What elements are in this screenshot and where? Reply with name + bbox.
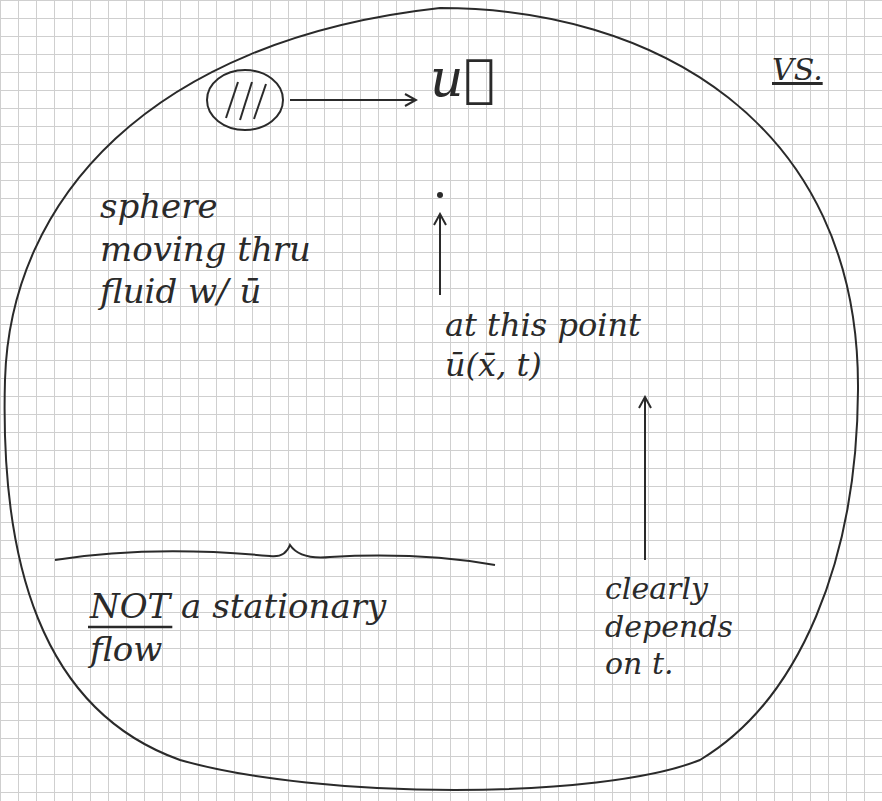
note-label: VS. — [772, 52, 823, 87]
sphere-symbol — [207, 70, 283, 130]
handwritten-note: NOT a stationary flow — [90, 585, 420, 670]
handwritten-note: clearly depends on t. — [605, 570, 745, 683]
underline — [88, 626, 172, 629]
point-dot — [437, 192, 443, 198]
handwritten-note: at this point ū(x̄, t) — [445, 305, 685, 385]
brace — [55, 545, 495, 565]
handwritten-note: u⃗ — [430, 46, 520, 111]
pointer-arrow — [439, 215, 441, 295]
velocity-arrow — [290, 99, 415, 101]
pointer-arrow — [644, 398, 646, 560]
handwritten-note: sphere moving thru fluid w/ ū — [100, 185, 315, 313]
